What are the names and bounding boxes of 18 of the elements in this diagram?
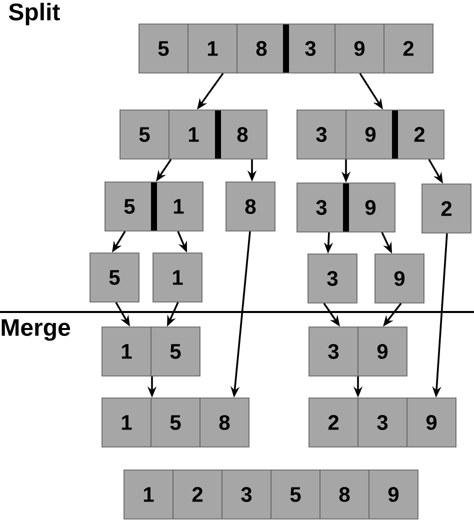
array-box: 5 1 8: [120, 110, 268, 160]
section-heading: Merge: [2, 319, 70, 341]
array-box: 3 9: [296, 182, 396, 232]
array-box: 1 5: [102, 326, 200, 376]
array-box: 1 2 3 5 8 9: [124, 470, 418, 520]
section-heading: Split: [8, 2, 60, 26]
array-box: 5 1: [104, 182, 204, 232]
array-box: 3: [308, 254, 358, 304]
array-box: 1: [152, 252, 202, 302]
array-box: 5 1 8 3 9 2: [138, 24, 434, 74]
array-box: 5: [90, 252, 140, 302]
array-box: 2: [422, 184, 472, 234]
array-box: 2 3 9: [308, 398, 456, 448]
array-box: 9: [374, 254, 424, 304]
array-box: 3 9 2: [296, 110, 444, 160]
array-box: 8: [226, 182, 276, 232]
array-box: 3 9: [308, 326, 408, 376]
array-box: 1 5 8: [102, 398, 250, 448]
